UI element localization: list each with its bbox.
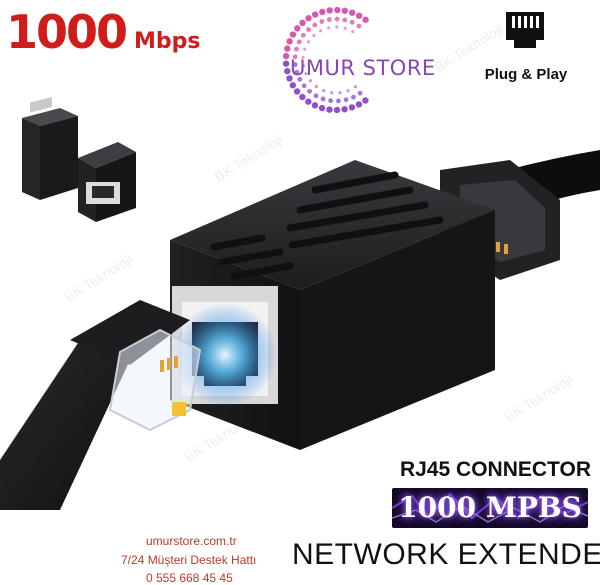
logo-dot <box>286 75 293 82</box>
logo-dot <box>304 72 308 76</box>
contact-website: umurstore.com.tr <box>146 534 237 548</box>
logo-dot <box>343 97 349 103</box>
plug-and-play-label: Plug & Play <box>484 66 568 83</box>
logo-dot <box>362 16 369 23</box>
logo-dot <box>305 98 312 105</box>
logo-dot <box>294 25 301 32</box>
logo-dot <box>341 106 348 113</box>
logo-dot <box>289 82 297 89</box>
logo-dot <box>355 12 363 19</box>
logo-dot <box>300 32 306 38</box>
logo-dot <box>353 85 357 89</box>
logo-dot <box>299 93 306 101</box>
logo-dot <box>326 106 333 113</box>
contact-phone: 0 555 668 45 45 <box>146 571 233 585</box>
logo-dot <box>306 40 311 44</box>
logo-dot <box>330 91 334 95</box>
logo-dot <box>348 9 356 16</box>
product-title: RJ45 CONNECTOR <box>400 458 591 481</box>
logo-dot <box>320 96 326 102</box>
logo-dot <box>313 93 319 99</box>
logo-dot <box>303 47 307 51</box>
logo-dot <box>319 29 323 33</box>
logo-dot <box>349 19 355 25</box>
logo-dot <box>312 22 318 28</box>
speed-banner-text: 1000 MPBS <box>398 491 582 524</box>
logo-dot <box>289 31 297 38</box>
logo-dot <box>292 54 298 60</box>
logo-dot <box>356 23 362 29</box>
contact-support-line: 7/24 Müşteri Destek Hattı <box>121 553 257 567</box>
logo-dot <box>333 106 341 114</box>
logo-text: UMUR STORE <box>290 56 436 80</box>
logo-dot <box>284 45 291 52</box>
logo-dot <box>299 19 306 27</box>
logo-dot <box>328 98 334 104</box>
logo-dot <box>336 98 341 104</box>
logo-dot <box>294 46 299 52</box>
logo-dot <box>351 29 355 34</box>
rj45-coupler-illustration <box>0 97 600 510</box>
logo-dot <box>322 88 326 93</box>
logo-dot <box>292 62 298 67</box>
logo-dot <box>357 90 363 96</box>
product-subtitle: NETWORK EXTENDER <box>292 538 600 571</box>
logo-dot <box>318 104 326 112</box>
logo-dot <box>311 11 319 18</box>
lightning-icon <box>392 492 588 523</box>
logo-dot <box>319 8 326 16</box>
logo-dot <box>351 94 356 100</box>
logo-dot <box>293 88 301 95</box>
logo-dot <box>305 15 312 22</box>
speed-number: 1000 <box>6 5 128 59</box>
logo-dot <box>343 26 347 30</box>
logo-dot <box>286 38 293 45</box>
logo-dot <box>284 67 291 75</box>
logo-dot <box>334 16 340 22</box>
logo-dot <box>326 17 332 22</box>
logo-dot <box>362 97 369 104</box>
inset-coupler-b <box>78 142 136 222</box>
logo-dot <box>294 69 300 75</box>
logo-dot <box>308 79 312 83</box>
logo-dot <box>297 76 303 82</box>
logo-dot <box>314 84 318 89</box>
logo-dot <box>301 64 306 68</box>
logo-dot <box>348 104 356 111</box>
logo-dot <box>296 39 302 45</box>
umur-store-logo-icon <box>282 6 369 114</box>
logo-dot <box>338 91 342 95</box>
logo-dot <box>326 26 331 30</box>
inset-coupler-a <box>22 97 78 200</box>
logo-dot <box>307 88 312 94</box>
logo-dot <box>282 60 290 67</box>
logo-dot <box>301 83 307 89</box>
speed-banner: 1000 MPBS <box>392 488 588 528</box>
logo-dot <box>301 55 305 60</box>
logo-dot <box>319 19 325 24</box>
logo-dot <box>334 6 341 14</box>
logo-dot <box>346 89 350 93</box>
logo-dot <box>326 7 333 14</box>
logo-dot <box>282 52 290 60</box>
logo-dot <box>335 25 339 29</box>
logo-dot <box>306 27 311 32</box>
logo-dot <box>341 7 349 14</box>
logo-dot <box>342 17 348 23</box>
logo-dot <box>311 102 319 109</box>
logo-dot <box>312 33 316 38</box>
speed-unit: Mbps <box>134 29 201 54</box>
logo-dot <box>355 101 363 108</box>
speed-headline: 1000 Mbps <box>6 2 201 72</box>
rj45-port-icon <box>506 12 544 48</box>
